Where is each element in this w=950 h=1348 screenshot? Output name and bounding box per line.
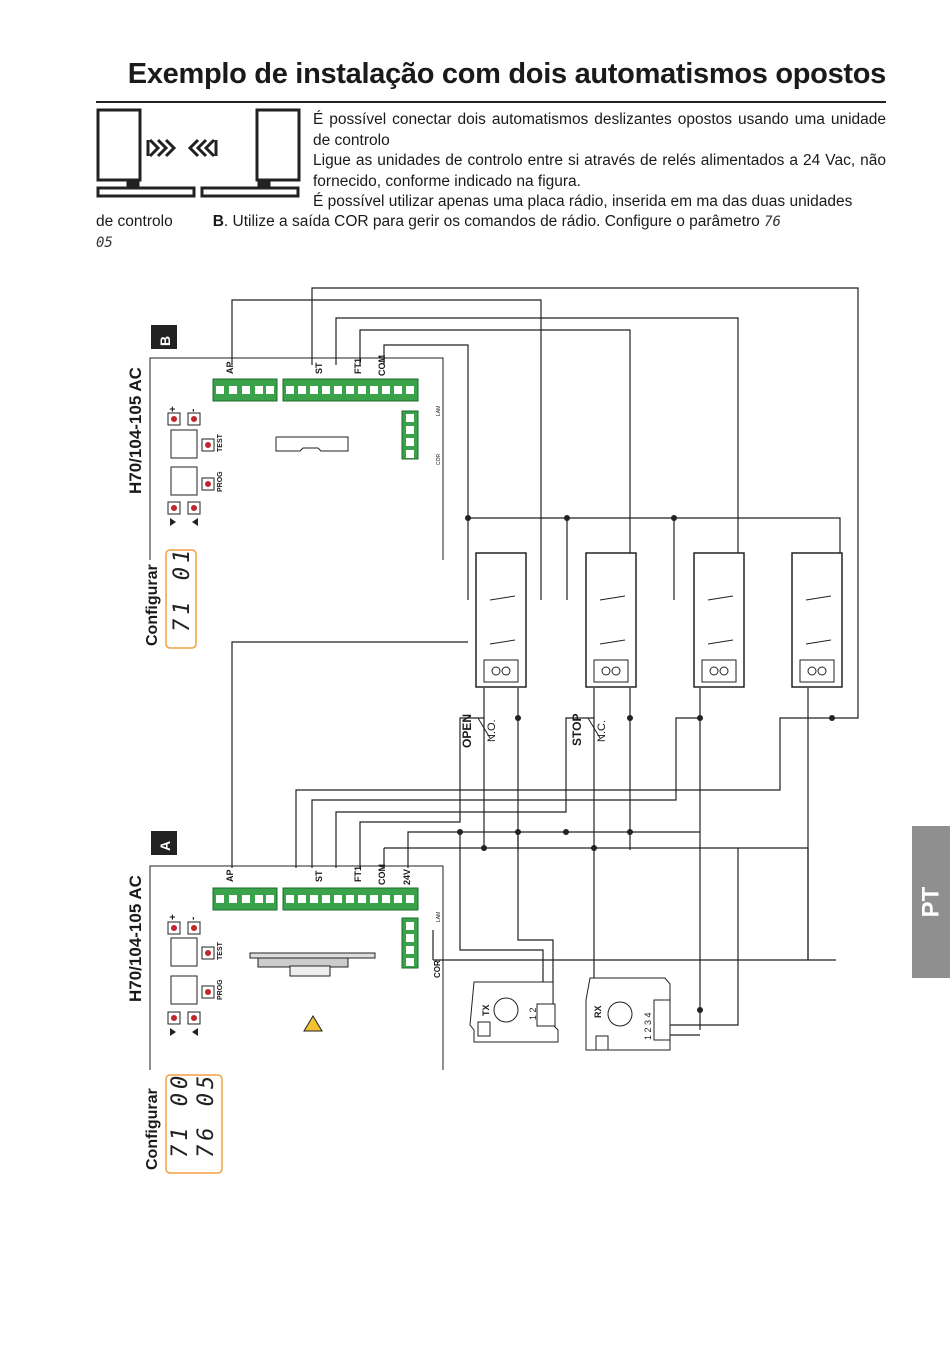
- intro-paragraph-2: Ligue as unidades de controlo entre si a…: [313, 152, 886, 190]
- board-b-config-label: Configurar: [144, 564, 161, 646]
- board-b-terminal-ap: AP: [225, 361, 235, 374]
- intro-tail-part-2: . Utilize a saída COR para gerir os coma…: [223, 213, 765, 230]
- stop-contact-type: N.C.: [596, 720, 608, 742]
- stop-button-symbol: [587, 717, 601, 850]
- tx-module: [469, 981, 559, 1043]
- rx-module: [585, 977, 671, 1051]
- board-a-terminal-lam: LAM: [436, 911, 442, 922]
- board-a-model: H70/104-105 AC: [126, 875, 145, 1002]
- board-a-config-value-2: 76 05: [194, 1071, 219, 1158]
- intro-paragraph-3: É possível utilizar apenas uma placa rád…: [313, 193, 853, 210]
- control-board-b: [149, 325, 444, 649]
- board-b-model: H70/104-105 AC: [126, 367, 145, 494]
- board-b-terminal-cor: COR: [436, 453, 442, 465]
- page-title: Exemplo de instalação com dois automatis…: [127, 58, 887, 90]
- board-a-terminal-24v: 24V: [402, 868, 412, 885]
- param-value: 05: [96, 234, 113, 251]
- board-b-config-value: 71 01: [170, 545, 195, 632]
- board-a-terminal-com: COM: [377, 864, 387, 885]
- open-label: OPEN: [460, 713, 474, 748]
- board-b-button-minus: -: [188, 408, 199, 412]
- relay-3: [693, 552, 745, 688]
- board-b-button-prog: PROG: [217, 471, 224, 492]
- board-b-terminal-com: COM: [377, 355, 387, 376]
- language-tab-label: PT: [916, 886, 944, 918]
- control-board-a: [149, 831, 444, 1174]
- tx-pins: 1 2: [528, 1007, 538, 1020]
- board-a-button-minus: -: [188, 916, 199, 920]
- intro-tail-board: B: [212, 213, 224, 230]
- title-divider: [96, 101, 886, 103]
- board-b-tag: B: [157, 335, 173, 346]
- open-button-symbol: [477, 717, 491, 850]
- relay-2: [585, 552, 637, 688]
- wiring-lines: [231, 287, 859, 1036]
- relay-1: [475, 552, 527, 688]
- board-b-button-plus: +: [168, 406, 179, 412]
- open-contact-type: N.O.: [486, 719, 498, 742]
- intro-tail: de controlo B. Utilize a saída COR para g…: [96, 212, 896, 253]
- rx-label: RX: [593, 1005, 603, 1018]
- board-a-tag: A: [157, 840, 173, 851]
- intro-tail-part-1: de controlo: [96, 213, 173, 230]
- rx-pins: 1 2 3 4: [643, 1012, 653, 1040]
- stop-label: STOP: [570, 713, 584, 746]
- board-a-terminal-cor: COR: [433, 960, 442, 978]
- board-a-config-label: Configurar: [144, 1088, 161, 1170]
- board-a-terminal-ap: AP: [225, 869, 235, 882]
- wire-junctions: [457, 515, 835, 1013]
- board-a-button-test: TEST: [217, 942, 224, 960]
- board-a-button-plus: +: [168, 914, 179, 920]
- param-code: 76: [764, 214, 781, 230]
- board-b-terminal-lam: LAM: [436, 405, 442, 416]
- board-b-button-test: TEST: [217, 434, 224, 452]
- board-b-terminal-ft1: FT1: [353, 357, 363, 374]
- board-a-config-value-1: 71 00: [168, 1071, 193, 1158]
- language-tab: PT: [912, 826, 950, 978]
- tx-label: TX: [481, 1004, 491, 1016]
- board-a-terminal-ft1: FT1: [353, 865, 363, 882]
- relay-4: [791, 552, 843, 688]
- intro-paragraph-1: É possível conectar dois automatismos de…: [313, 111, 886, 149]
- board-b-terminal-st: ST: [314, 362, 324, 374]
- intro-text: É possível conectar dois automatismos de…: [313, 110, 886, 213]
- board-a-terminal-st: ST: [314, 870, 324, 882]
- board-a-button-prog: PROG: [217, 979, 224, 1000]
